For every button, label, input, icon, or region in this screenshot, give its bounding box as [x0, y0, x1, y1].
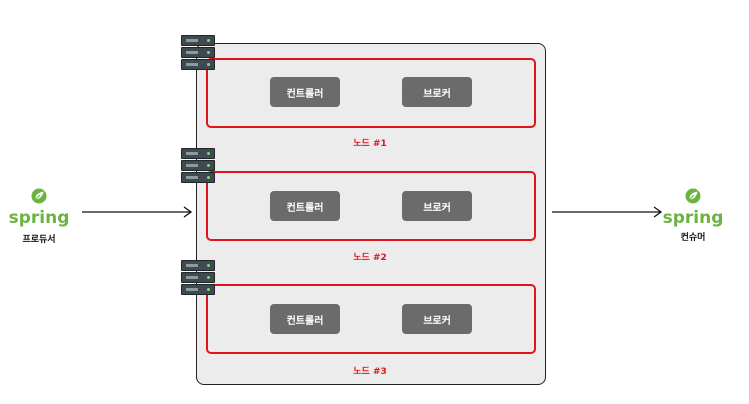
node-box-1	[206, 58, 536, 128]
spring-logo-icon: spring	[663, 188, 723, 228]
broker-chip-3: 브로커	[402, 304, 472, 334]
svg-text:spring: spring	[9, 208, 69, 228]
node-label-3: 노드 #3	[353, 367, 387, 377]
controller-chip-3: 컨트롤러	[270, 304, 340, 334]
kafka-cluster	[196, 43, 546, 385]
producer-label: 프로듀서	[22, 235, 56, 245]
spring-logo-icon: spring	[9, 188, 69, 228]
controller-chip-1: 컨트롤러	[270, 77, 340, 107]
broker-chip-2: 브로커	[402, 191, 472, 221]
node-label-2: 노드 #2	[353, 253, 387, 263]
node-label-1: 노드 #1	[353, 139, 387, 149]
node-box-3	[206, 284, 536, 354]
server-rack-icon	[181, 148, 215, 184]
server-rack-icon	[181, 260, 215, 296]
svg-text:spring: spring	[663, 208, 723, 228]
consumer-label: 컨슈머	[680, 233, 706, 243]
server-rack-icon	[181, 35, 215, 71]
node-box-2	[206, 171, 536, 241]
broker-chip-1: 브로커	[402, 77, 472, 107]
controller-chip-2: 컨트롤러	[270, 191, 340, 221]
